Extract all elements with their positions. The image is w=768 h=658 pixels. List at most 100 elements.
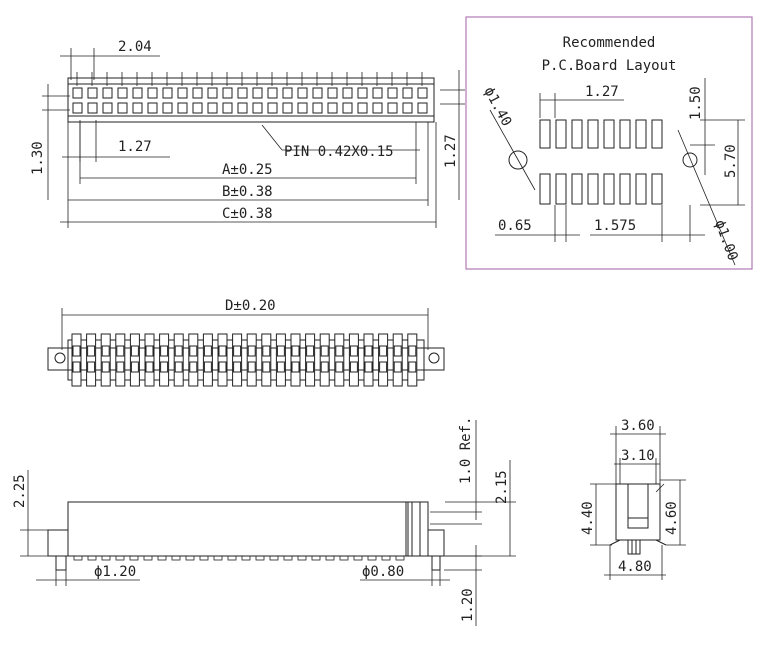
pin-pad (252, 87, 263, 99)
pin-pad (342, 102, 353, 114)
pin (188, 333, 199, 387)
side-cap (405, 501, 429, 557)
pin (232, 333, 243, 387)
pin-tail (185, 555, 195, 561)
mount-hole-right (428, 352, 440, 364)
offset-label: 1.575 (594, 218, 636, 234)
pin-pad (276, 345, 285, 357)
pin-pad (276, 361, 285, 373)
pin-tail (311, 555, 321, 561)
pin-tail (269, 555, 279, 561)
pin-pad (327, 102, 338, 114)
pin-pad (147, 87, 158, 99)
dim-480: 4.80 (618, 559, 652, 575)
mid-pins (71, 333, 418, 387)
top-pins (72, 72, 428, 114)
pin-pad (357, 87, 368, 99)
dim-b: B±0.38 (222, 184, 273, 200)
dim-a: A±0.25 (222, 162, 273, 178)
pcb-pad (539, 173, 551, 205)
gap-label: 1.50 (688, 86, 704, 120)
pin (100, 333, 111, 387)
pin-pad (267, 87, 278, 99)
pin (348, 333, 359, 387)
pcb-pads (539, 119, 663, 205)
pin-pad (282, 87, 293, 99)
pin-note: PIN 0.42X0.15 (284, 144, 394, 160)
mounting-flange (47, 347, 445, 371)
end-view: 3.60 3.10 4.40 4.60 4.80 (580, 418, 686, 580)
mid-view: D±0.20 (47, 298, 445, 387)
pin-pad (117, 102, 128, 114)
pin (173, 333, 184, 387)
pin-pad (117, 87, 128, 99)
peg-left (55, 555, 67, 571)
pin-pad (102, 102, 113, 114)
layout-title-2: P.C.Board Layout (542, 58, 677, 74)
pin-pad (306, 345, 315, 357)
pin-pad (189, 345, 198, 357)
pin-pad (312, 102, 323, 114)
pin-pad (237, 102, 248, 114)
end-peg (627, 539, 641, 555)
pin (290, 333, 301, 387)
pin-tail (367, 555, 377, 561)
pin-pad (177, 102, 188, 114)
mount-hole-left (54, 352, 66, 364)
pin-pad (174, 345, 183, 357)
pin-tail (171, 555, 181, 561)
pcb-pad (587, 173, 599, 205)
pin-pad (312, 87, 323, 99)
layout-title-1: Recommended (563, 35, 656, 51)
large-dia-label: ϕ1.40 (480, 84, 514, 129)
mid-body (67, 339, 425, 381)
pcb-pad (651, 119, 663, 149)
pin-pad (379, 345, 388, 357)
pin-pad (372, 87, 383, 99)
pin-tail (101, 555, 111, 561)
pin-pad (222, 102, 233, 114)
pin-pad (132, 102, 143, 114)
pcb-pad (555, 119, 567, 149)
pin-pad (349, 345, 358, 357)
pin-pad (335, 361, 344, 373)
pin-pad (145, 361, 154, 373)
side-body (67, 501, 409, 557)
pin-pad (160, 345, 169, 357)
pin-tail (129, 555, 139, 561)
pin-pad (387, 102, 398, 114)
pcb-layout-panel: Recommended P.C.Board Layout 1.27 ϕ1.40 … (465, 16, 753, 270)
pin-pad (291, 345, 300, 357)
pin (275, 333, 286, 387)
pin-pad (267, 102, 278, 114)
pin-pad (218, 345, 227, 357)
pcb-pad (651, 173, 663, 205)
pin-pad (393, 361, 402, 373)
pcb-pad (619, 119, 631, 149)
pin-pad (203, 345, 212, 357)
pin-pad (72, 87, 83, 99)
pin-tail (87, 555, 97, 561)
pin-tail (381, 555, 391, 561)
pin (202, 333, 213, 387)
side-pins (73, 555, 405, 561)
pin (392, 333, 403, 387)
pin (129, 333, 140, 387)
pcb-pad (539, 119, 551, 149)
pin-tail (395, 555, 405, 561)
side-foot-right (427, 529, 445, 557)
small-dia-label: ϕ1.00 (711, 218, 740, 263)
pin-pad (291, 361, 300, 373)
pin-tail (353, 555, 363, 561)
pin-pad (297, 102, 308, 114)
dim-dia-080: ϕ0.80 (362, 564, 404, 580)
pin-pad (162, 102, 173, 114)
pin-pad (364, 345, 373, 357)
pcb-pad (619, 173, 631, 205)
pin-pad (379, 361, 388, 373)
pin (86, 333, 97, 387)
pin-pad (177, 87, 188, 99)
pin-pad (174, 361, 183, 373)
pcb-pad (603, 119, 615, 149)
